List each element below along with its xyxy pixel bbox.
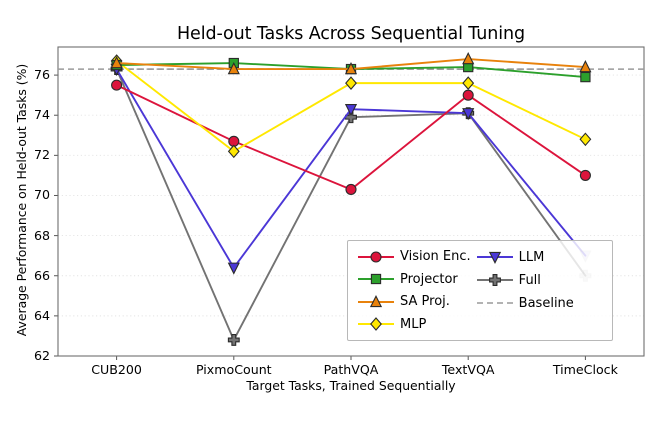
data-point-marker (227, 262, 240, 275)
legend-column-right: LLM Full Baseline (475, 246, 574, 335)
data-point-marker (227, 333, 240, 346)
legend-item-full[interactable]: Full (475, 269, 574, 291)
data-point-marker (462, 89, 474, 101)
data-point-marker (370, 317, 382, 332)
data-point-marker (345, 76, 357, 90)
data-point-marker (370, 251, 382, 263)
legend-swatch-vision-enc (356, 247, 396, 267)
legend-label-full: Full (518, 272, 541, 288)
legend-column-left: Vision Enc. Projector SA Proj. MLP (356, 246, 471, 335)
data-point-marker (111, 79, 123, 91)
data-point-marker (344, 104, 358, 117)
legend-item-mlp[interactable]: MLP (356, 314, 471, 336)
data-point-marker (345, 183, 357, 196)
page-title: Held-out Tasks Across Sequential Tuning (177, 24, 525, 44)
y-tick-label: 66 (33, 267, 50, 283)
data-point-marker (227, 144, 240, 159)
legend-swatch-sa-proj (356, 292, 396, 312)
y-tick-label: 68 (33, 227, 50, 243)
data-point-marker (579, 60, 592, 73)
y-tick-label: 70 (33, 187, 50, 203)
data-point-marker (580, 71, 591, 83)
legend-label-projector: Projector (400, 271, 458, 287)
y-tick-label: 74 (33, 107, 50, 123)
data-point-marker (227, 62, 240, 75)
data-point-marker (110, 56, 123, 69)
data-point-marker (488, 251, 501, 265)
data-point-marker (579, 132, 592, 147)
legend-swatch-mlp (356, 314, 396, 334)
x-tick-label: PixmoCount (195, 362, 272, 377)
legend-label-vision-enc: Vision Enc. (400, 249, 471, 265)
legend-swatch-full (475, 270, 515, 290)
legend-item-vision-enc[interactable]: Vision Enc. (356, 246, 471, 268)
x-tick-label: CUB200 (91, 362, 142, 377)
data-point-marker (370, 274, 382, 285)
data-point-marker (462, 108, 475, 121)
y-tick-label: 64 (33, 307, 50, 323)
y-tick-label: 62 (33, 348, 50, 363)
legend-item-projector[interactable]: Projector (356, 269, 471, 291)
legend-item-llm[interactable]: LLM (475, 246, 574, 268)
legend-swatch-baseline (475, 293, 515, 313)
x-axis-label: Target Tasks, Trained Sequentially (246, 378, 456, 393)
legend[interactable]: Vision Enc. Projector SA Proj. MLP LLM (347, 240, 613, 341)
data-point-marker (579, 169, 591, 181)
legend-swatch-projector (356, 269, 396, 289)
x-tick-label: PathVQA (323, 362, 379, 377)
data-point-marker (369, 294, 383, 307)
legend-label-llm: LLM (518, 249, 545, 265)
y-tick-label: 72 (33, 147, 50, 163)
x-tick-label: TimeClock (552, 362, 618, 377)
series-sa-proj (110, 52, 592, 75)
data-point-marker (488, 274, 501, 286)
legend-item-baseline[interactable]: Baseline (475, 292, 574, 314)
data-point-marker (344, 62, 358, 75)
data-point-marker (462, 76, 475, 90)
legend-label-sa-proj: SA Proj. (400, 294, 450, 310)
legend-label-mlp: MLP (400, 316, 427, 332)
legend-item-sa-proj[interactable]: SA Proj. (356, 291, 471, 313)
series-vision-enc (111, 79, 591, 196)
legend-label-baseline: Baseline (518, 295, 574, 311)
y-tick-label: 76 (33, 67, 50, 83)
x-tick-label: TextVQA (441, 362, 495, 377)
data-point-marker (462, 52, 475, 65)
legend-swatch-llm (475, 247, 515, 267)
